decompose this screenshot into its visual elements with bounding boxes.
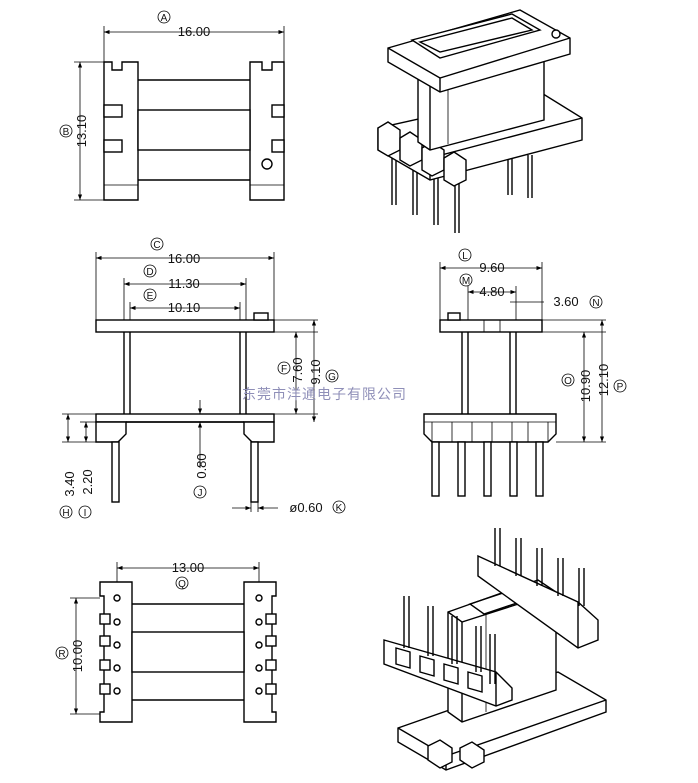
dim-a-letter: A bbox=[161, 13, 168, 24]
dim-f-value: 7.60 bbox=[290, 357, 305, 382]
side-view: L 9.60 M 4.80 3.60 N O 10.90 P 12.10 bbox=[423, 248, 627, 497]
dim-o-value: 10.90 bbox=[578, 370, 593, 403]
dim-j-letter: J bbox=[198, 488, 203, 499]
dim-j-value: 0.80 bbox=[194, 453, 209, 478]
dim-n-letter: N bbox=[592, 298, 599, 309]
dim-c-value: 16.00 bbox=[168, 251, 201, 266]
dim-b-letter: B bbox=[63, 127, 70, 138]
dim-q-letter: Q bbox=[178, 579, 186, 590]
dim-i-value: 2.20 bbox=[80, 469, 95, 494]
watermark-text: 东莞市洋通电子有限公司 bbox=[242, 386, 407, 403]
dim-l-letter: L bbox=[462, 251, 468, 262]
dim-h-value: 3.40 bbox=[62, 471, 77, 496]
dim-l-value: 9.60 bbox=[479, 260, 504, 275]
dim-c-letter: C bbox=[153, 240, 160, 251]
dim-a-value: 16.00 bbox=[178, 24, 211, 39]
dim-e-value: 10.10 bbox=[168, 300, 201, 315]
isometric-view-top bbox=[377, 9, 583, 233]
dim-i-letter: I bbox=[84, 508, 87, 519]
dim-r-letter: R bbox=[58, 649, 65, 660]
isometric-view-bottom bbox=[383, 528, 607, 771]
bottom-view: 13.00 Q R 10.00 bbox=[55, 560, 277, 723]
dim-d-value: 11.30 bbox=[168, 276, 200, 291]
dim-g-letter: G bbox=[328, 372, 336, 383]
dim-m-value: 4.80 bbox=[479, 284, 504, 299]
dim-p-letter: P bbox=[617, 382, 624, 393]
dim-f-letter: F bbox=[281, 364, 287, 375]
dim-n-value: 3.60 bbox=[553, 294, 578, 309]
dim-b-value: 13.10 bbox=[74, 115, 89, 148]
dim-k-letter: K bbox=[336, 503, 343, 514]
dim-o-letter: O bbox=[564, 376, 572, 387]
dim-g-value: 9.10 bbox=[308, 359, 323, 384]
dim-m-letter: M bbox=[462, 276, 470, 287]
front-view: C 16.00 D 11.30 E 10.10 F 7.60 G 9.10 3.… bbox=[59, 237, 346, 519]
top-view: A 16.00 B 13.10 bbox=[59, 10, 285, 201]
dim-p-value: 12.10 bbox=[596, 364, 611, 397]
dim-r-value: 10.00 bbox=[70, 640, 85, 673]
dim-q-value: 13.00 bbox=[172, 560, 205, 575]
dim-k-value: ø0.60 bbox=[289, 500, 322, 515]
dim-d-letter: D bbox=[146, 267, 153, 278]
dim-e-letter: E bbox=[147, 291, 154, 302]
dim-h-letter: H bbox=[62, 508, 69, 519]
